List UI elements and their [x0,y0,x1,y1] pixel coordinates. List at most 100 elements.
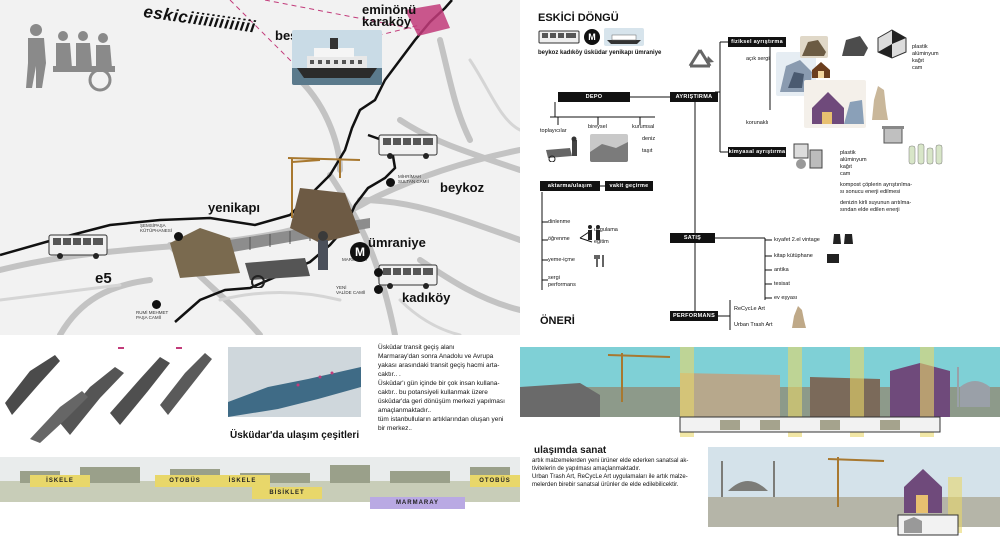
depo-item-3: deniz [642,136,656,142]
mode-iskele-2: İSKELE [215,475,270,487]
kimyasal-material-2: kağıt [840,164,852,170]
ferry-photo [292,30,382,85]
scrap-collage-photo [170,157,370,288]
kimyasal-note-0: kompost çöplerin ayrıştırılma- [840,182,913,188]
metro-icon: M [350,242,370,262]
eskici-silhouettes-icon [26,24,115,92]
house-thumb [812,62,830,78]
sculpture-thumb [872,86,888,120]
vakit-item-5: sergi [548,275,560,281]
sanat-line-2: Urban Trash Art, ReCycLe Art uygulamalar… [532,474,688,480]
performans-item-1: Urban Trash Art [734,322,773,328]
fiziksel-material-1: alüminyum [912,51,939,57]
transit-line-4: caktır.. bu potansiyeli kullanmak üzere [378,389,488,396]
flow-title: ESKİCİ DÖNGÜ [538,12,619,24]
satis-item-3: tesisat [774,281,790,287]
box-performans: PERFORMANS [670,311,718,321]
box-aktarma: aktarma/ulaşım [540,181,600,191]
flow-subtitle: beykoz kadıköy üsküdar yenikapı ümraniye [538,50,662,56]
bottom-left-panel: Üsküdar'da ulaşım çeşitleri Üsküdar tran… [0,335,520,540]
ulasim-title: Üsküdar'da ulaşım çeşitleri [230,430,360,441]
scrap-thumb-2 [842,36,868,56]
sanat-title: ulaşımda sanat [534,445,607,456]
cutlery-icon [594,255,604,267]
transit-text-block: Üsküdar transit geçiş alanı Marmaray'dan… [378,343,518,433]
metro-thumb-icon: M [584,29,600,45]
kimyasal-material-1: alüminyum [840,157,867,163]
poi-semsipasa: ŞEMSİPAŞA KÜTÜPHANESİ [140,223,173,233]
fiziksel-materials: plastik alüminyum kağıt cam [912,44,939,72]
district-umraniye: ümraniye [368,235,426,250]
transit-title: Üsküdar transit geçiş alanı [378,344,455,351]
mode-iskele-1: İSKELE [30,475,90,487]
poi-dot-rumimehmet [152,300,161,309]
fiziksel-material-3: cam [912,65,923,71]
transit-line-3: Üsküdar'ı gün içinde bir çok insan kulla… [378,380,500,387]
oneri-collage [520,347,1000,437]
performans-item-0: ReCycLe Art [734,306,765,312]
district-e5: e5 [95,270,112,287]
bus-thumb [538,30,580,44]
depo-item-1: bireysel [588,124,607,130]
sanat-text-block: artık malzemelerden yeni ürüner elde ede… [532,457,732,489]
fiziksel-material-0: plastik [912,44,928,50]
bus-photo-1 [378,134,438,159]
transit-line-8: bir merkez.. [378,425,412,432]
box-ayristirma: AYRIŞTIRMA [670,92,718,102]
aerial-strips [5,347,212,443]
poi-dot-marmaray [374,268,383,277]
poi-dot-mihrimah [386,178,395,187]
satis-item-2: antika [774,267,789,273]
kimyasal-note-1: sı sonucu enerji edilmesi [840,189,901,195]
vakit-item-0: dinlenme [548,219,571,225]
mode-marmaray: MARMARAY [370,497,465,509]
transit-line-5: üsküdar'da geri dönüşüm merkezi yapılmas… [378,398,505,405]
kimyasal-material-0: plastik [840,150,856,156]
oneri-title: ÖNERİ [540,315,575,327]
clothing-icon [833,234,853,244]
satis-item-4: ev eşyası [774,295,798,301]
box-depo: DEPO [558,92,630,102]
bottom-right-panel: ÖNERİ ulaşımda sanat art [520,315,1000,540]
vakit-item-1: öğrenme [548,236,570,242]
bus-photo-2 [378,264,438,289]
poi-rumimehmet: RUMİ MEHMET PAŞA CAMİİ [136,310,169,320]
sanat-line-0: artık malzemelerden yeni ürüner elde ede… [532,458,689,464]
collector-thumb [546,136,577,162]
map-panel: eskiciiiiiiiiiiiii beşiktaş eminönü kara… [0,0,520,335]
satis-item-0: kıyafet 2.el vintage [774,237,820,243]
box-vakit: vakit geçirme [605,181,653,191]
mode-bisiklet: BİSİKLET [252,487,322,499]
dome-thumb [877,29,907,59]
district-kadikoy: kadıköy [402,290,451,305]
box-kimyasal: kimyasal ayrıştırma [728,147,786,157]
poi-yenivalide: YENİ VALİDE CAMİİ [336,285,366,295]
bus-photo-3 [48,234,108,259]
coastline [0,0,453,257]
mode-otobus-1: OTOBÜS [155,475,215,487]
transit-line-0: Marmaray'dan sonra Anadolu ve Avrupa [378,353,494,360]
poi-dot-yenivalide [374,285,383,294]
depo-item-4: taşıt [642,148,653,154]
fiziksel-item-1: korunaklı [746,120,769,126]
bottles-thumb [908,143,943,165]
book-icon [827,254,839,263]
poi-mihrimah: MİHRİMAH SULTAN CAMİİ [398,174,429,184]
poi-dot-semsipasa [174,232,183,241]
recycle-icon [688,49,714,68]
satis-item-1: kitap kütüphane [774,253,813,259]
kimyasal-note-3: sından elde edilen enerji [840,207,900,213]
district-yenikapi: yenikapı [208,200,261,215]
kimyasal-note-2: denizin kirli suyunun arıtılma- [840,200,912,206]
kimyasal-materials: plastik alüminyum kağıt cam [840,150,867,178]
individual-thumb [590,134,628,162]
depo-item-0: toplayıcılar [540,128,567,134]
vakit-item-6: performans [548,282,576,288]
transit-line-1: yakası arasındaki transit geçiş hacmi ar… [378,362,500,369]
fiziksel-item-0: açık sergi [746,56,770,62]
sanat-line-3: melerden birebir sanatsal ürünler de eld… [532,482,679,488]
chem-equipment-thumb [793,143,823,169]
fiziksel-material-2: kağıt [912,58,924,64]
flow-lines [541,41,772,330]
box-satis: SATIŞ [670,233,715,243]
